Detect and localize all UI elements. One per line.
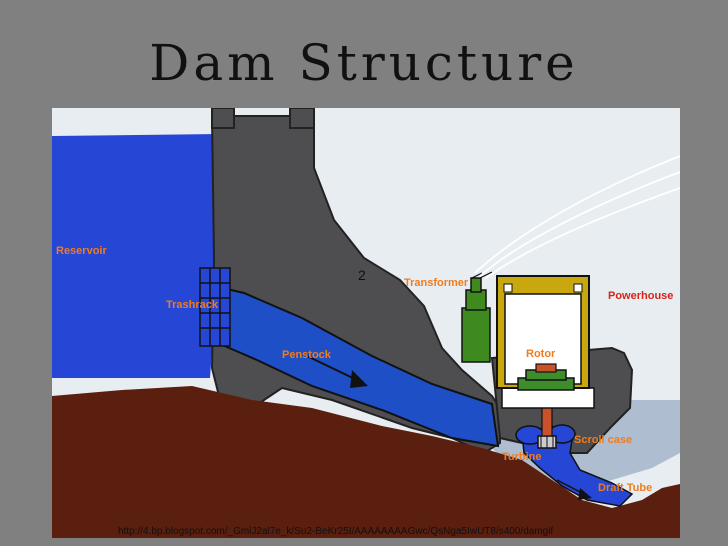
transformer-wire-1 <box>471 272 483 279</box>
label-powerhouse: Powerhouse <box>608 290 673 302</box>
dam-diagram-svg: Reservoir Trashrack Penstock Transformer… <box>52 108 680 538</box>
label-trashrack: Trashrack <box>166 299 219 311</box>
transformer-wire-2 <box>479 271 493 279</box>
source-url: http://4.bp.blogspot.com/_GmlJ2al7e_k/Su… <box>118 526 554 537</box>
label-scroll-case: Scroll case <box>574 434 632 446</box>
transformer <box>461 277 491 363</box>
dam-diagram: Reservoir Trashrack Penstock Transformer… <box>52 108 680 538</box>
diagram-marker: 2 <box>358 267 366 283</box>
reservoir-water <box>52 134 220 378</box>
earth-ground <box>52 386 680 538</box>
penstock-flow-arrow <box>350 370 368 388</box>
powerhouse-crenellation <box>503 283 583 293</box>
label-reservoir: Reservoir <box>56 245 107 257</box>
label-rotor: Rotor <box>526 348 556 360</box>
label-penstock: Penstock <box>282 349 332 361</box>
dam-crest-right <box>289 108 315 129</box>
trashrack <box>199 267 231 347</box>
draft-tube-flow-arrow <box>578 488 592 500</box>
label-transformer: Transformer <box>404 277 469 289</box>
rotor-head <box>535 363 557 373</box>
dam-crest-left <box>211 108 235 129</box>
penstock <box>212 284 500 448</box>
label-turbine: Turbine <box>502 451 542 463</box>
slide-title: Dam Structure <box>149 34 579 92</box>
turbine-housing <box>501 387 595 409</box>
transmission-lines <box>474 155 680 280</box>
label-draft-tube: Draft Tube <box>598 482 652 494</box>
penstock-flow-line <box>306 355 358 381</box>
